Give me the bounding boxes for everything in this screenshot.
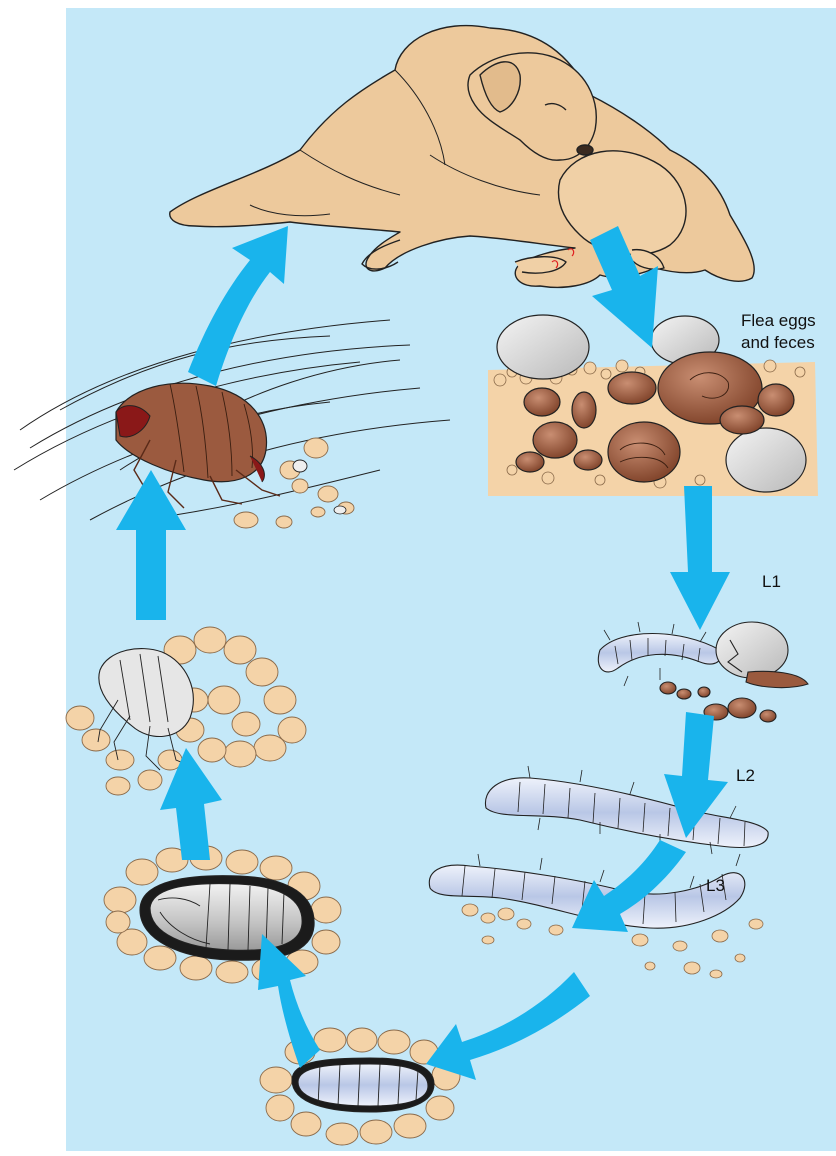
label-l3: L3	[706, 875, 725, 897]
label-flea-eggs-line1: Flea eggs	[741, 310, 816, 332]
label-l1: L1	[762, 571, 781, 593]
label-l2: L2	[736, 765, 755, 787]
label-flea-eggs-line2: and feces	[741, 332, 815, 354]
